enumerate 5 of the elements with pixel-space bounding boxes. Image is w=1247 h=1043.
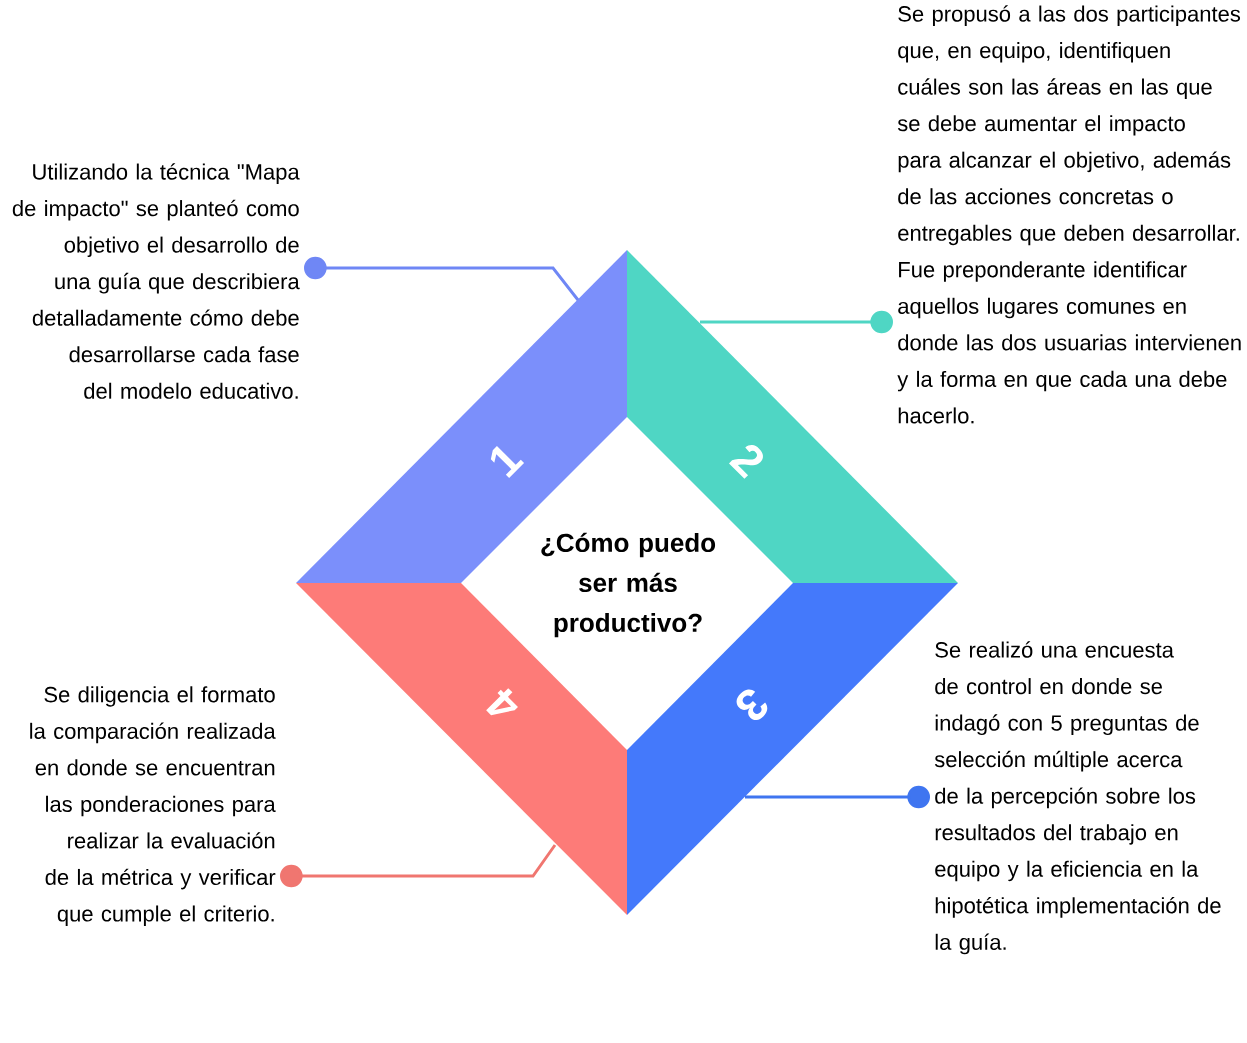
leader-line <box>304 256 580 301</box>
description-text: Se diligencia el formato la comparación realizada en donde se encuentran las ponderaciones para realizar la evaluación de la métrica y verificar que cumple el criterio. <box>30 686 276 926</box>
leader-line <box>280 844 557 888</box>
leader-line <box>700 310 893 334</box>
leader-line <box>745 785 930 809</box>
